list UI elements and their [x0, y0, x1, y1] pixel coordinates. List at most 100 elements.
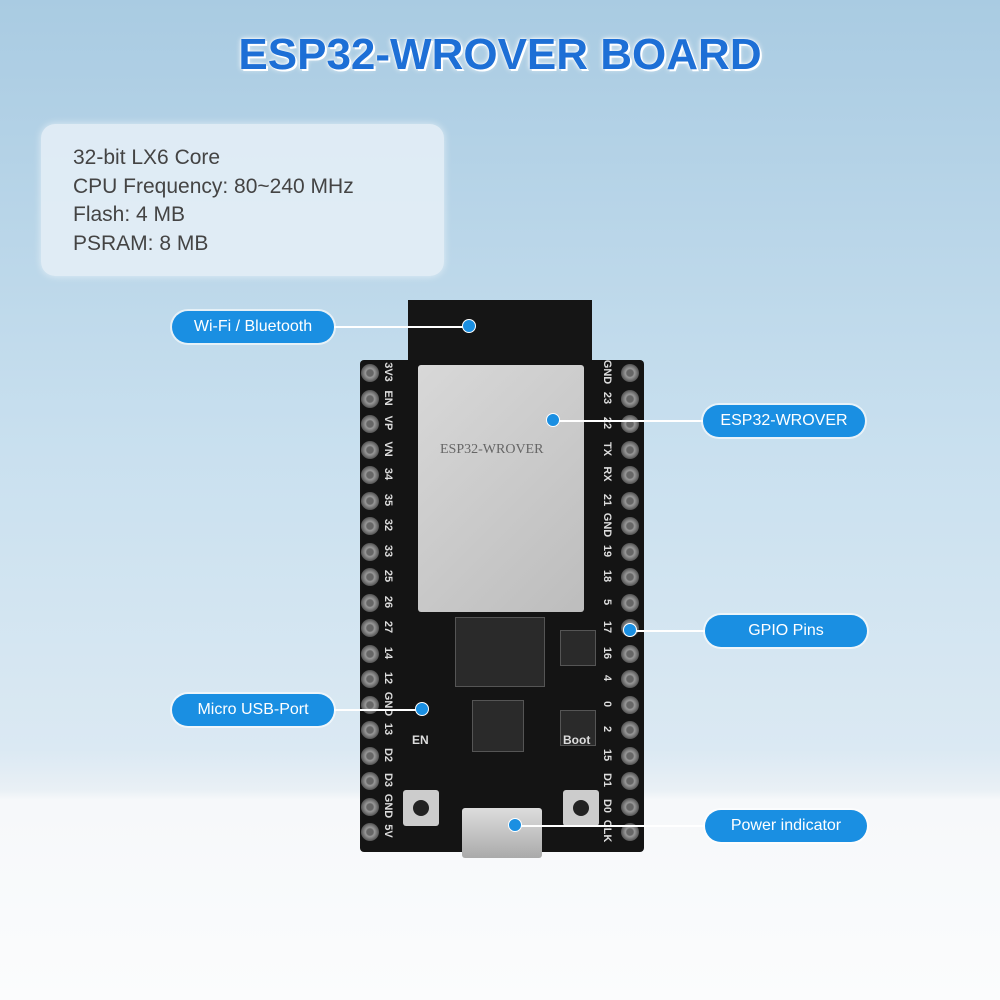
- header-pin: [621, 593, 639, 612]
- gpio-dot: [623, 623, 637, 637]
- header-pin: [361, 415, 379, 433]
- header-pin: [361, 823, 379, 841]
- pin-label: 15: [601, 748, 613, 761]
- header-pin: [361, 364, 379, 382]
- module-label: ESP32-WROVER: [440, 442, 544, 457]
- header-pin: [361, 440, 379, 459]
- usb-uart-chip: [472, 700, 524, 752]
- header-pin: [621, 491, 639, 510]
- usb-dot: [415, 702, 429, 716]
- header-pin: [361, 772, 379, 790]
- esp32-module: [418, 365, 584, 612]
- header-pin: [621, 670, 639, 688]
- header-pin: [361, 568, 379, 586]
- pin-label: 2: [601, 725, 613, 733]
- boot-label: Boot: [563, 733, 591, 747]
- transistor: [560, 630, 596, 666]
- pin-label: 22: [601, 416, 613, 430]
- pin-label: D0: [601, 798, 613, 813]
- pin-label: GND: [382, 691, 394, 716]
- spec-panel: 32-bit LX6 Core CPU Frequency: 80~240 MH…: [41, 124, 444, 276]
- pin-label: 5: [601, 598, 613, 605]
- header-pin: [361, 517, 379, 535]
- wifi-dot: [462, 319, 476, 333]
- power-dot: [508, 818, 522, 832]
- pin-label: 21: [601, 493, 613, 506]
- header-pin: [621, 542, 639, 561]
- pin-label: TX: [601, 441, 613, 456]
- header-pin: [621, 644, 639, 663]
- pin-label: D1: [601, 772, 613, 788]
- header-pin: [621, 746, 639, 765]
- boot-button[interactable]: [563, 790, 599, 826]
- header-pin: [361, 797, 379, 816]
- callout-esp32-wrover: ESP32-WROVER: [703, 405, 865, 437]
- pin-label: 25: [382, 569, 394, 583]
- pin-label: GND: [601, 359, 613, 385]
- header-pin: [361, 491, 379, 510]
- header-pin: [361, 466, 379, 484]
- pin-label: GND: [382, 793, 394, 818]
- spec-psram: PSRAM: 8 MB: [73, 231, 209, 255]
- header-pin: [621, 466, 639, 484]
- callout-wifi-bluetooth: Wi-Fi / Bluetooth: [172, 311, 334, 343]
- header-pin: [361, 389, 379, 408]
- pin-label: 32: [382, 518, 394, 532]
- page-title: ESP32-WROVER BOARD: [238, 30, 762, 79]
- header-pin: [621, 364, 639, 382]
- en-button[interactable]: [403, 790, 439, 826]
- pin-label: GND: [601, 512, 613, 538]
- pin-label: 34: [382, 467, 394, 481]
- pin-label: 13: [382, 722, 394, 736]
- pin-label: VP: [382, 415, 394, 431]
- header-pin: [361, 593, 379, 612]
- header-pin: [361, 746, 379, 765]
- en-label: EN: [412, 733, 429, 747]
- pin-label: RX: [601, 466, 613, 482]
- pin-label: 4: [601, 674, 613, 682]
- pin-label: D3: [382, 772, 394, 788]
- pin-label: 18: [601, 569, 613, 583]
- pin-label: 23: [601, 391, 613, 404]
- pin-label: 17: [601, 620, 613, 634]
- module-dot: [546, 413, 560, 427]
- pin-label: 5V: [382, 824, 394, 838]
- pin-label: 35: [382, 493, 394, 506]
- header-pin: [361, 721, 379, 739]
- pin-label: 16: [601, 646, 613, 659]
- spec-cpu: CPU Frequency: 80~240 MHz: [73, 174, 354, 198]
- pin-label: 3V3: [382, 362, 394, 382]
- pin-label: 33: [382, 544, 394, 557]
- pin-label: D2: [382, 747, 394, 762]
- spec-flash: Flash: 4 MB: [73, 203, 186, 226]
- transistor: [560, 710, 596, 746]
- header-pin: [621, 517, 639, 535]
- callout-micro-usb-port: Micro USB-Port: [172, 694, 334, 726]
- pin-label: 27: [382, 620, 394, 634]
- pin-label: 19: [601, 544, 613, 557]
- header-pin: [361, 619, 379, 637]
- micro-usb-port: [462, 808, 542, 858]
- header-pin: [621, 440, 639, 459]
- voltage-regulator: [455, 617, 545, 687]
- pin-label: 14: [382, 646, 394, 659]
- callout-power-indicator: Power indicator: [705, 810, 867, 842]
- pin-label: 0: [601, 700, 613, 707]
- header-pin: [621, 568, 639, 586]
- header-pin: [621, 695, 639, 714]
- header-pin: [621, 797, 639, 816]
- header-pin: [621, 721, 639, 739]
- pin-label: VN: [382, 440, 394, 457]
- pin-label: CLK: [601, 819, 613, 843]
- header-pin: [361, 670, 379, 688]
- header-pin: [621, 772, 639, 790]
- spec-core: 32-bit LX6 Core: [73, 146, 221, 169]
- header-pin: [361, 542, 379, 561]
- callout-gpio-pins: GPIO Pins: [705, 615, 867, 647]
- pin-label: 26: [382, 595, 394, 608]
- header-pin: [621, 823, 639, 841]
- header-pin: [621, 389, 639, 408]
- header-pin: [621, 415, 639, 433]
- header-pin: [361, 644, 379, 663]
- pin-label: 12: [382, 671, 394, 685]
